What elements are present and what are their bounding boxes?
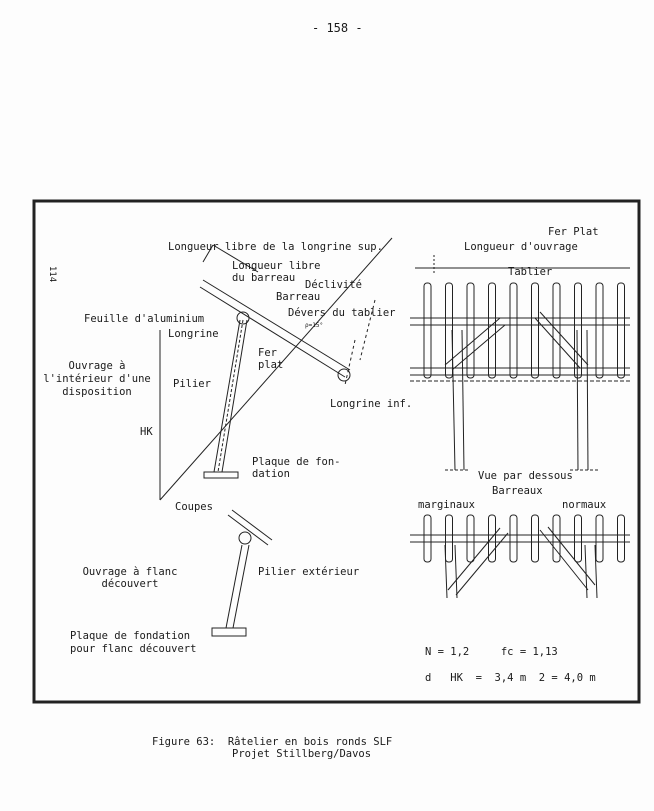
- label-coupes: Coupes: [175, 501, 213, 513]
- label-longrine-inf: Longrine inf.: [330, 398, 413, 410]
- label-pilier: Pilier: [173, 378, 211, 390]
- label-ouvrage-flanc-2: découvert: [101, 578, 159, 590]
- label-devers: Dévers du tablier: [288, 307, 396, 319]
- label-pilier-ext: Pilier extérieur: [258, 566, 360, 578]
- figure-caption-2: Projet Stillberg/Davos: [232, 748, 372, 760]
- label-tablier: Tablier: [508, 266, 553, 278]
- post: [552, 282, 561, 379]
- post: [617, 514, 625, 563]
- post: [466, 514, 475, 563]
- label-ouvrage-int: Ouvrage à: [68, 360, 126, 372]
- bottom-view: [410, 514, 630, 599]
- label-plaque-flanc-2: pour flanc découvert: [70, 643, 197, 655]
- label-longueur-longrine: Longueur libre de la longrine sup.: [168, 241, 383, 253]
- post: [574, 514, 582, 563]
- post: [552, 514, 561, 563]
- post: [445, 514, 453, 563]
- label-marginaux: marginaux: [418, 499, 475, 511]
- label-longueur-ouvrage: Longueur d'ouvrage: [464, 241, 578, 253]
- post: [509, 514, 518, 563]
- label-plaque-flanc: Plaque de fondation: [70, 630, 191, 642]
- post: [531, 514, 539, 563]
- label-ouvrage-int-2: l'intérieur d'une: [43, 373, 151, 385]
- label-plaque-2: dation: [252, 468, 290, 480]
- post: [423, 282, 432, 379]
- label-declivite: Déclivité: [305, 279, 362, 291]
- post: [595, 514, 604, 563]
- post: [488, 282, 496, 379]
- label-fer-plat-top: Fer Plat: [548, 226, 599, 238]
- barreau-beam: [199, 244, 351, 378]
- label-angle: ρ=15°: [305, 322, 324, 329]
- label-barreau: Barreau: [276, 291, 321, 303]
- post: [617, 282, 625, 379]
- label-ouvrage-int-3: disposition: [62, 386, 132, 398]
- label-ouvrage-flanc: Ouvrage à flanc: [82, 566, 178, 578]
- post: [466, 282, 475, 379]
- label-plaque: Plaque de fon-: [252, 456, 341, 468]
- longrine-inf-circle: [337, 368, 351, 382]
- longrine-circle: [236, 311, 250, 325]
- post: [509, 282, 518, 379]
- flank-section: [211, 509, 273, 637]
- post: [595, 282, 604, 379]
- post: [488, 514, 496, 563]
- figure-frame: [32, 199, 641, 704]
- label-feuille: Feuille d'aluminium: [84, 313, 205, 325]
- post: [574, 282, 582, 379]
- side-number: 114: [47, 265, 58, 283]
- label-hk: HK: [140, 426, 153, 438]
- label-normaux: normaux: [562, 499, 607, 511]
- post: [531, 282, 539, 379]
- slope-line: [159, 237, 393, 501]
- label-plat: plat: [258, 359, 284, 371]
- figure-caption: Figure 63: Râtelier en bois ronds SLF: [152, 736, 393, 748]
- label-longueur-barreau-2: du barreau: [232, 272, 296, 284]
- pilier: [203, 319, 248, 479]
- label-fer: Fer: [258, 347, 277, 359]
- formula-hk: d HK = 3,4 m 2 = 4,0 m: [425, 672, 596, 684]
- label-longrine: Longrine: [168, 328, 219, 340]
- formula-n-fc: N = 1,2 fc = 1,13: [425, 646, 558, 658]
- label-barreaux: Barreaux: [492, 485, 543, 497]
- top-view: [410, 255, 630, 471]
- label-vue-dessous: Vue par dessous: [478, 470, 573, 482]
- label-longueur-barreau: Longueur libre: [232, 260, 321, 272]
- page-number: - 158 -: [312, 21, 363, 35]
- post: [423, 514, 432, 563]
